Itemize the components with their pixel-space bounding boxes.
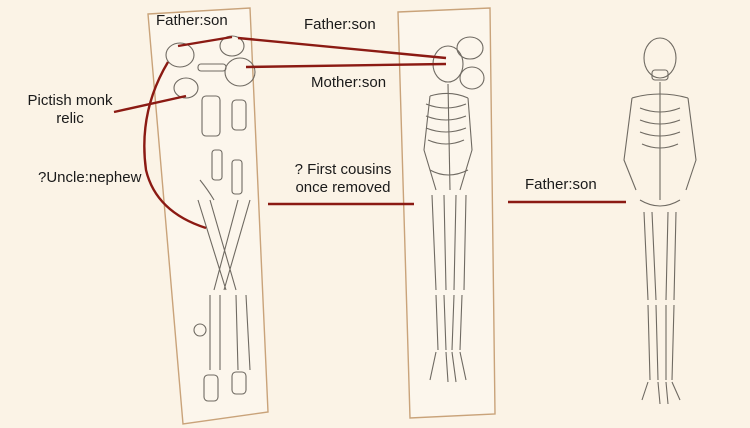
relation-lines (113, 35, 626, 230)
grave-outline-center (397, 7, 496, 419)
label-father-son-top-center: Father:son (304, 16, 376, 33)
label-first-cousins: ? First cousins once removed (285, 161, 401, 197)
label-father-son-top-left: Father:son (156, 12, 228, 29)
label-pictish-relic-line2: relic (56, 110, 84, 127)
skeleton-left (165, 35, 256, 402)
label-uncle-nephew: ?Uncle:nephew (38, 169, 142, 186)
line-mother-son (245, 62, 447, 69)
line-father-son-top (237, 36, 447, 60)
label-pictish-relic: Pictish monk relic (24, 92, 116, 128)
label-first-cousins-line1: ? First cousins (294, 161, 392, 178)
label-first-cousins-line2: once removed (295, 179, 391, 196)
grave-outline-left (147, 7, 269, 425)
line-father-son-left (177, 35, 233, 48)
line-uncle-nephew (143, 61, 207, 230)
label-mother-son: Mother:son (311, 74, 387, 91)
skeleton-right (623, 37, 697, 405)
label-pictish-relic-line1: Pictish monk (27, 92, 113, 109)
label-father-son-right: Father:son (525, 176, 597, 193)
